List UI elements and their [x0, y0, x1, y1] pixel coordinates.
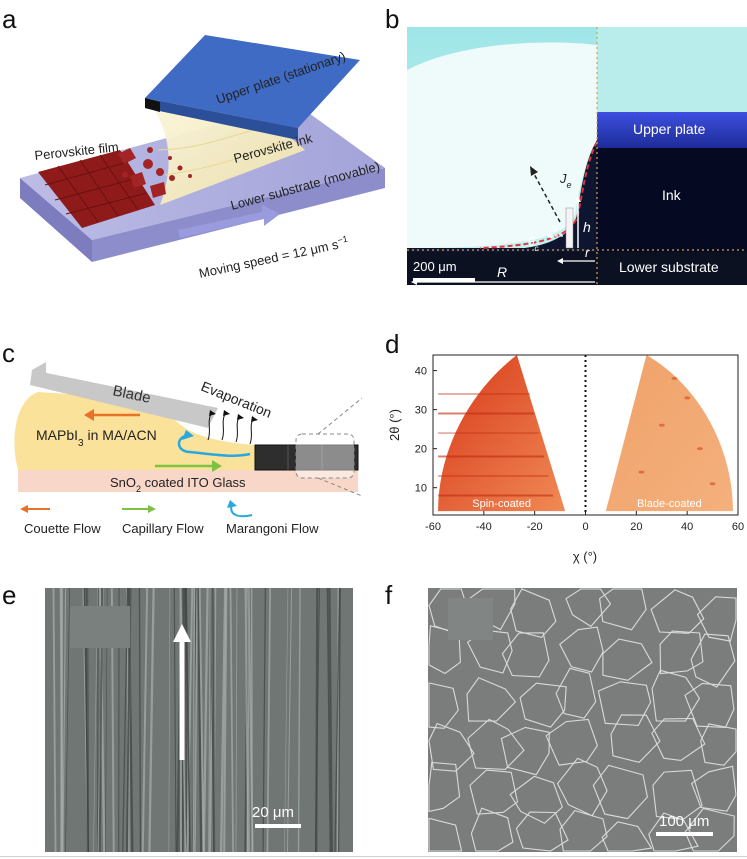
legend-marangoni: Marangoni Flow	[226, 521, 319, 536]
d-xtick-label: 0	[582, 521, 588, 533]
r-small-label: r	[585, 245, 590, 260]
lower-substrate-front	[20, 178, 92, 262]
d-xtick-label: 20	[630, 521, 642, 533]
h-label: h	[583, 219, 591, 235]
dried-film	[254, 444, 359, 471]
legend-capillary: Capillary Flow	[122, 521, 204, 536]
panel-b: b	[385, 0, 747, 300]
ito-glass	[18, 470, 358, 492]
panel-label-f: f	[385, 580, 393, 610]
d-ytick-label: 20	[415, 444, 427, 456]
d-xlabel: χ (°)	[573, 549, 597, 564]
blade	[30, 370, 218, 428]
r-large-label: R	[497, 264, 507, 280]
sem-image-e: 20 μm	[45, 587, 353, 853]
d-xtick-label: 60	[732, 521, 744, 533]
lower-substrate-side	[92, 168, 385, 262]
panel-c: c Blade Eva	[0, 330, 380, 545]
sem-image-f: 100 μm	[428, 588, 737, 852]
scale-label-e: 20 μm	[252, 804, 294, 821]
crystal-grains	[118, 147, 192, 198]
panel-label-e: e	[2, 580, 17, 610]
je-label: Je	[559, 171, 572, 190]
panel-label-a: a	[2, 4, 17, 34]
scale-label-b: 200 μm	[413, 259, 457, 274]
moving-direction-arrow	[178, 205, 280, 238]
ink-label: Ink	[662, 187, 682, 203]
upper-plate-label-b: Upper plate	[633, 121, 706, 137]
panel-d: d Spin-coated Blade-coated -60 -40 -20 0 20 40…	[383, 325, 747, 565]
scale-label-f: 100 μm	[659, 813, 709, 830]
d-ytick-label: 30	[415, 405, 427, 417]
panel-a-schematic: Upper plate (stationary) Perovskite film…	[20, 35, 385, 281]
panel-label-c: c	[2, 338, 15, 368]
d-ytick-label: 40	[415, 366, 427, 378]
upper-plate-top	[145, 35, 360, 128]
d-ylabel: 2θ (°)	[387, 409, 402, 441]
panel-b-micrograph: Upper plate Ink Lower substrate 200 μm J…	[407, 27, 747, 285]
glass-label: SnO2 coated ITO Glass	[110, 475, 246, 494]
panel-a: Upper plate (stationary) Perovskite film…	[0, 0, 390, 300]
d-ytick-label: 10	[415, 483, 427, 495]
upper-plate-front	[145, 98, 298, 140]
d-xtick-label: -60	[425, 521, 441, 533]
theta-label: θc	[528, 235, 539, 253]
moving-speed-label: Moving speed = 12 μm s−1	[197, 234, 350, 281]
v-label: v	[553, 222, 560, 234]
evaporation-arrows	[207, 411, 255, 445]
blade-coated-label: Blade-coated	[637, 498, 702, 510]
d-xtick-label: -40	[476, 521, 492, 533]
legend-couette: Couette Flow	[24, 521, 101, 536]
panel-f: f 100 μm	[383, 578, 747, 853]
lower-substrate-label-b: Lower substrate	[619, 259, 719, 275]
panel-label-d: d	[385, 329, 400, 359]
panel-c-schematic: Blade Evaporation MAPbI3 in MA/ACN SnO2 …	[14, 362, 363, 536]
gixd-chart: Spin-coated Blade-coated -60 -40 -20 0 20 40 60…	[387, 354, 744, 564]
ink-region	[597, 148, 747, 252]
bottom-divider	[0, 856, 747, 857]
ink-blob	[14, 392, 256, 470]
upper-plate-region	[597, 112, 747, 148]
d-xtick-label: 40	[681, 521, 693, 533]
blade-coated-region	[605, 355, 733, 512]
panel-label-b: b	[385, 4, 400, 34]
ink-label-c: MAPbI3 in MA/ACN	[36, 427, 157, 449]
panel-e: e 20 μm	[0, 578, 380, 853]
spin-coated-label: Spin-coated	[472, 498, 531, 510]
d-xtick-label: -20	[527, 521, 543, 533]
